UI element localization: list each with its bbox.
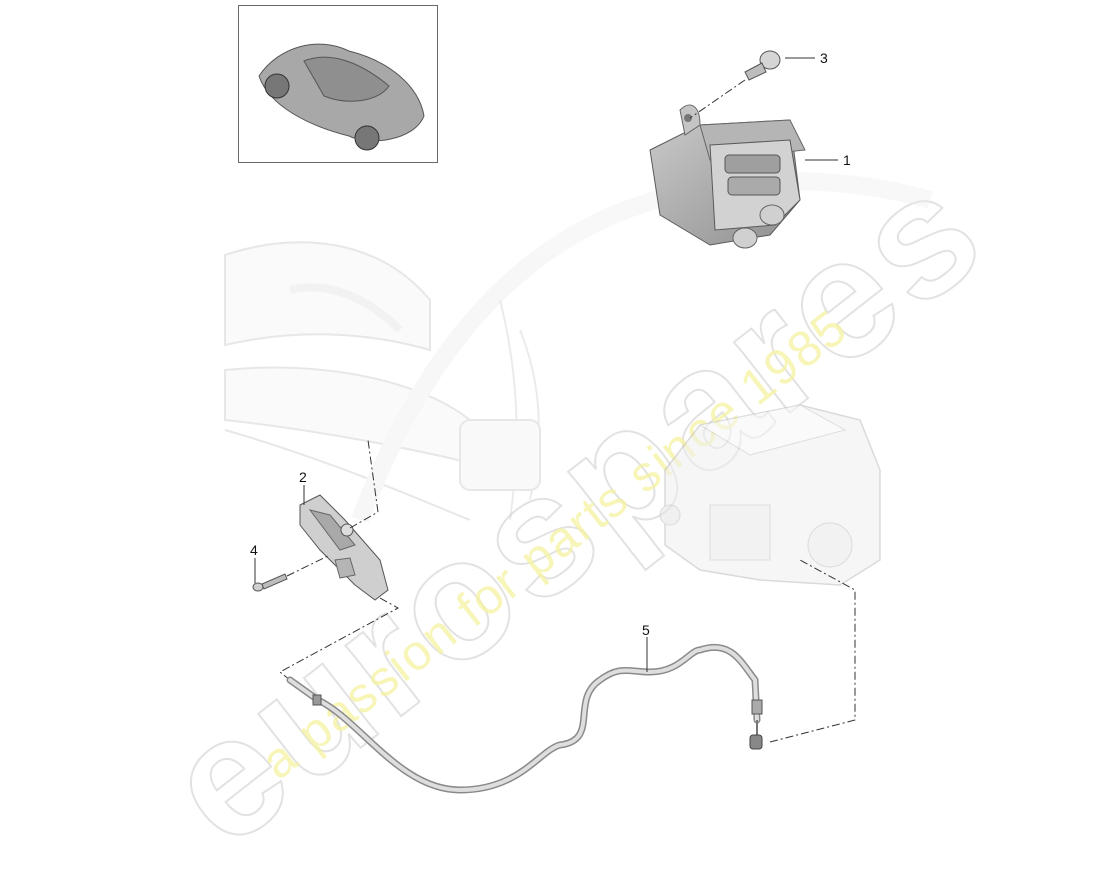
callout-2[interactable]: 2 [299,469,307,485]
leader-3-axis [689,79,746,119]
vehicle-thumbnail-illustration [258,43,425,151]
callout-3[interactable]: 3 [820,50,828,66]
vehicle-thumbnail [238,5,438,163]
callout-4[interactable]: 4 [250,542,258,558]
part-1-selector-housing-illustration [649,104,806,249]
part-3-bolt-illustration [744,50,781,81]
callout-5[interactable]: 5 [642,622,650,638]
part-4-bolt-illustration [252,573,288,592]
parts-diagram: eurospares a passion for parts since 198… [131,5,1019,883]
background-vehicle-outline [224,172,933,524]
diagram-artwork [224,50,933,794]
part-2-bracket-illustration [299,494,389,601]
part-5-shift-cable-illustration [286,643,763,794]
transmission-illustration [659,404,881,586]
callout-1[interactable]: 1 [843,152,851,168]
